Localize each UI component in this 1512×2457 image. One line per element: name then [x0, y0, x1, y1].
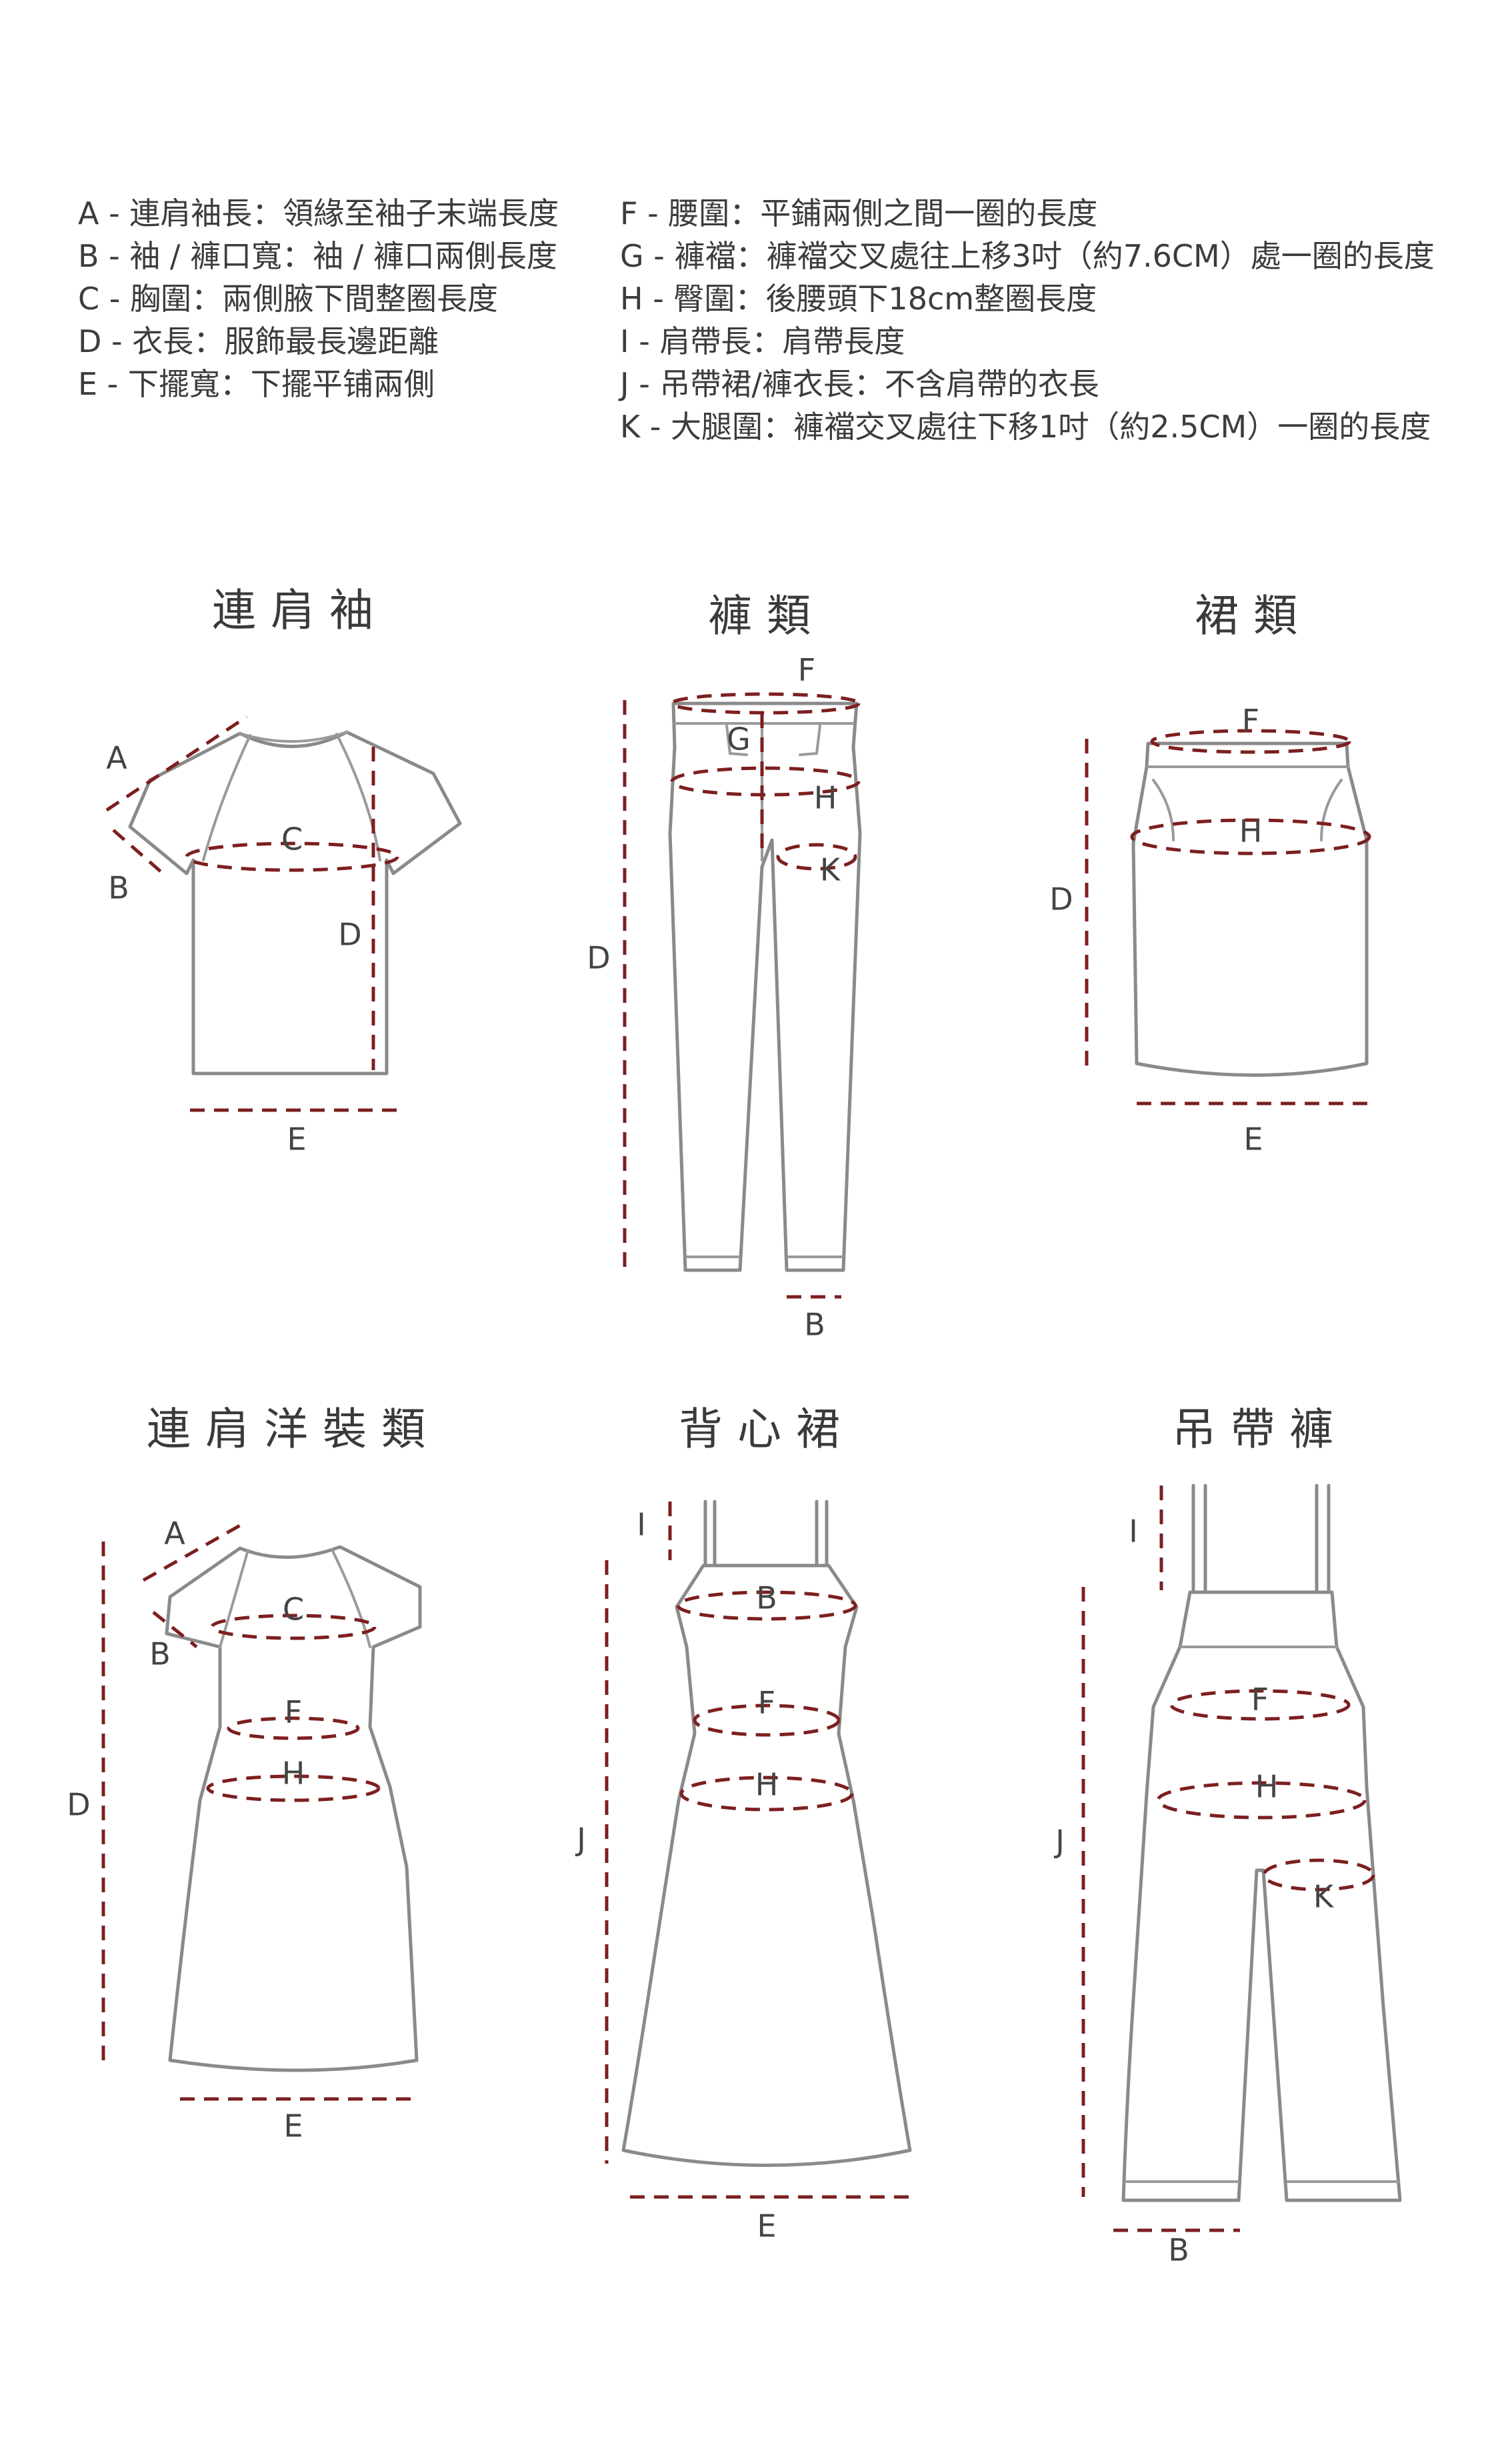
pinafore-label-e: E — [757, 2208, 776, 2244]
raglan-top-label-a: A — [106, 740, 127, 776]
title-skirt: 裙類 — [1195, 590, 1312, 641]
overalls-label-f: F — [1251, 1682, 1269, 1718]
overalls-label-h: H — [1255, 1769, 1279, 1805]
raglan-dress-label-e: E — [283, 2108, 303, 2144]
skirt-label-f: F — [1242, 703, 1259, 739]
legend-item-i: I - 肩帶長：肩帶長度 — [620, 323, 905, 359]
overalls-label-b: B — [1168, 2232, 1189, 2268]
raglan-top-label-e: E — [287, 1121, 306, 1157]
legend-item-c: C - 胸圍：兩側腋下間整圈長度 — [78, 281, 498, 317]
pants-label-h: H — [814, 780, 837, 816]
diagram-skirt: F H D E — [1049, 703, 1373, 1157]
title-raglan-dress: 連肩洋裝類 — [147, 1404, 440, 1455]
raglan-top-label-d: D — [338, 917, 361, 953]
legend-item-a: A - 連肩袖長：領緣至袖子末端長度 — [78, 195, 559, 231]
pinafore-label-i: I — [637, 1507, 646, 1543]
legend-left-column: A - 連肩袖長：領緣至袖子末端長度 B - 袖 / 褲口寬：袖 / 褲口兩側長… — [78, 192, 559, 405]
raglan-dress-label-b: B — [149, 1636, 171, 1672]
diagram-raglan-dress: A B C F H D E — [67, 1516, 422, 2144]
legend-item-e: E - 下擺寬：下擺平铺兩側 — [78, 366, 435, 402]
skirt-label-e: E — [1243, 1121, 1263, 1157]
title-pinafore-dress: 背心裙 — [679, 1404, 855, 1455]
overalls-label-i: I — [1129, 1514, 1138, 1550]
raglan-dress-label-a: A — [164, 1516, 185, 1552]
legend-item-b: B - 袖 / 褲口寬：袖 / 褲口兩側長度 — [78, 238, 557, 274]
overalls-label-k: K — [1313, 1879, 1335, 1915]
pants-label-b: B — [804, 1307, 825, 1343]
pinafore-label-h: H — [755, 1767, 779, 1803]
raglan-dress-label-d: D — [67, 1787, 90, 1823]
title-overalls: 吊帶褲 — [1172, 1404, 1348, 1455]
pants-label-g: G — [727, 721, 751, 757]
raglan-dress-label-c: C — [283, 1592, 304, 1628]
skirt-label-h: H — [1239, 813, 1263, 849]
legend-item-k: K - 大腿圍：褲襠交叉處往下移1吋（約2.5CM）一圈的長度 — [620, 409, 1431, 445]
legend-item-f: F - 腰圍：平鋪兩側之間一圈的長度 — [620, 195, 1098, 231]
legend-item-d: D - 衣長：服飾最長邊距離 — [78, 323, 439, 359]
pants-label-d: D — [587, 940, 610, 976]
raglan-dress-label-f: F — [285, 1694, 302, 1730]
skirt-label-d: D — [1049, 881, 1073, 917]
raglan-top-label-b: B — [108, 870, 129, 906]
pinafore-label-j: J — [575, 1822, 586, 1858]
diagram-raglan-top: A B C D E — [105, 715, 462, 1157]
diagram-pinafore-dress: I B F H J E — [575, 1500, 913, 2244]
pants-label-k: K — [820, 852, 841, 888]
legend-item-h: H - 臀圍：後腰頭下18cm整圈長度 — [620, 281, 1097, 317]
title-pants: 褲類 — [708, 590, 825, 641]
legend-item-j: J - 吊帶裙/褲衣長：不含肩帶的衣長 — [620, 366, 1099, 402]
diagram-overalls: I F H K J B — [1053, 1484, 1402, 2268]
legend-right-column: F - 腰圍：平鋪兩側之間一圈的長度 G - 褲襠：褲襠交叉處往上移3吋（約7.… — [620, 192, 1435, 448]
pants-label-f: F — [798, 652, 815, 688]
pinafore-label-f: F — [758, 1685, 775, 1721]
overalls-label-j: J — [1053, 1824, 1065, 1860]
legend-item-g: G - 褲襠：褲襠交叉處往上移3吋（約7.6CM）處一圈的長度 — [620, 238, 1435, 274]
raglan-top-label-c: C — [281, 821, 303, 857]
title-raglan-top: 連肩袖 — [212, 585, 388, 636]
diagram-pants: F G H K D B — [587, 652, 862, 1343]
pinafore-label-b: B — [756, 1580, 777, 1616]
raglan-dress-label-h: H — [282, 1756, 305, 1792]
